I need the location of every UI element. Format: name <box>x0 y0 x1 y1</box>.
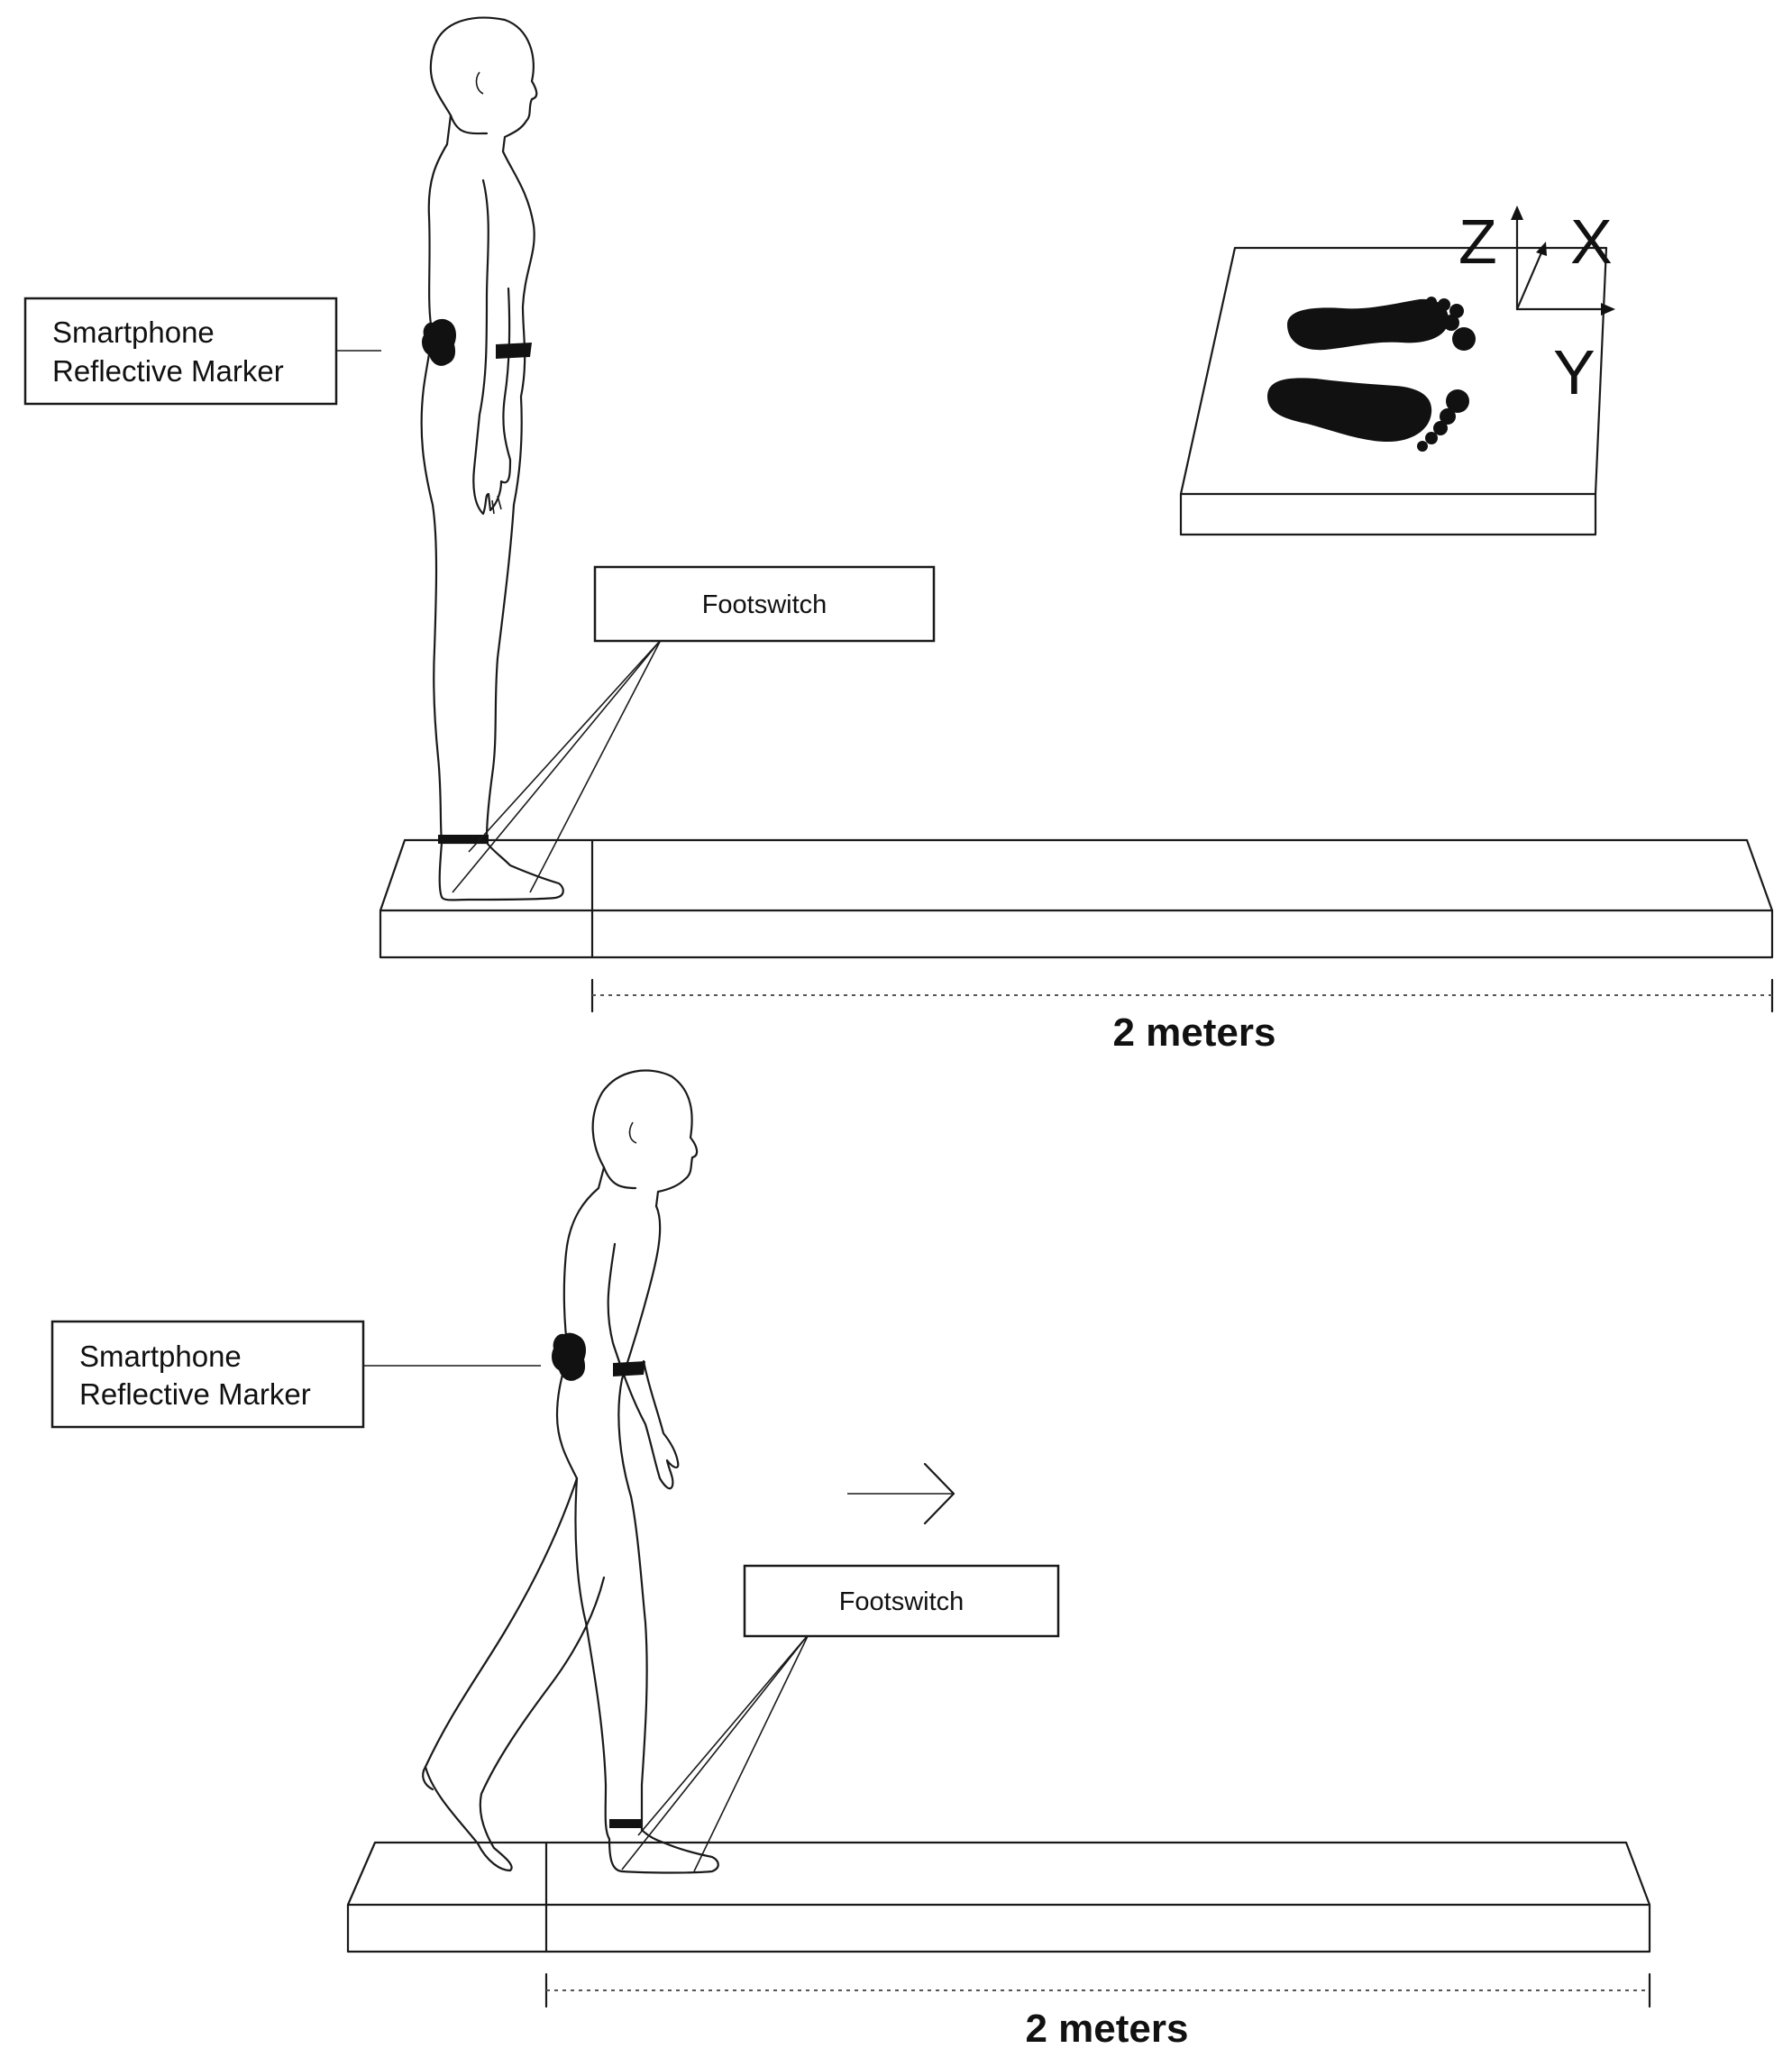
top-walkway <box>379 838 1774 959</box>
bottom-marker-label-line1: Smartphone <box>79 1340 242 1373</box>
top-marker-label-box: Smartphone Reflective Marker <box>23 297 381 406</box>
bottom-distance-label: 2 meters <box>1025 2007 1188 2051</box>
bottom-footswitch-label: Footswitch <box>839 1587 965 1616</box>
bottom-walkway <box>346 1841 1651 1953</box>
top-footswitch-label: Footswitch <box>702 590 827 619</box>
top-marker-label-line1: Smartphone <box>52 316 215 349</box>
force-plate: Z X Y <box>1179 206 1615 536</box>
top-scene: Smartphone Reflective Marker Footswitch … <box>23 16 1774 1055</box>
top-footswitch-label-box: Footswitch <box>593 565 936 643</box>
axis-z-label: Z <box>1458 206 1497 277</box>
footprint-lower <box>1267 378 1469 452</box>
top-marker-label-line2: Reflective Marker <box>52 354 284 388</box>
bottom-scene: Smartphone Reflective Marker Footswitch … <box>50 1069 1651 2051</box>
bottom-footswitch-pointer <box>621 1633 809 1872</box>
bottom-footswitch-label-box: Footswitch <box>743 1564 1060 1638</box>
bottom-marker-label-line2: Reflective Marker <box>79 1377 311 1411</box>
top-footswitch-pointer <box>452 639 662 893</box>
footprint-upper <box>1287 297 1476 351</box>
top-distance-label: 2 meters <box>1112 1011 1275 1055</box>
bottom-marker-label-box: Smartphone Reflective Marker <box>50 1320 541 1429</box>
axis-y-label: Y <box>1553 337 1595 407</box>
walking-figure <box>422 1069 719 1874</box>
coordinate-axes: Z X Y <box>1458 206 1615 407</box>
walking-direction-arrow <box>847 1462 955 1525</box>
top-distance-marker: 2 meters <box>590 978 1774 1055</box>
standing-figure <box>420 16 564 901</box>
bottom-distance-marker: 2 meters <box>544 1972 1651 2051</box>
axis-x-label: X <box>1570 206 1613 277</box>
